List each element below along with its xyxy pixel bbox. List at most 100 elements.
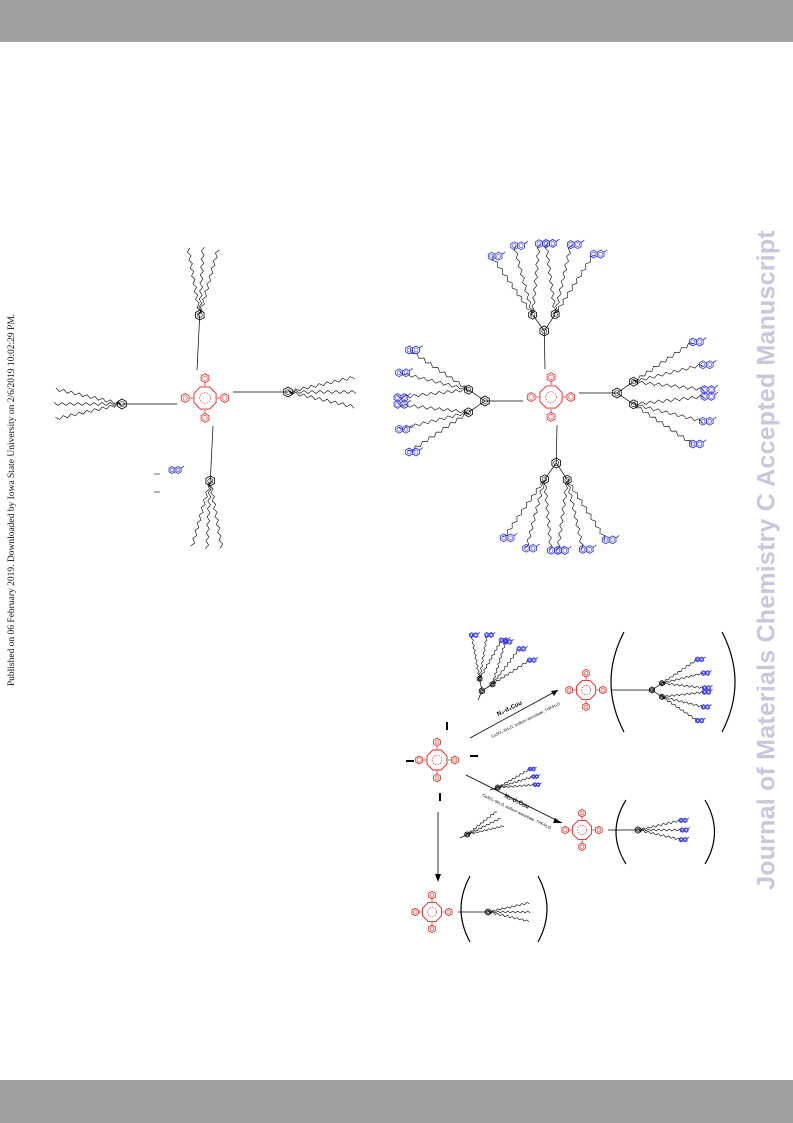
benzene-ring-icon bbox=[705, 360, 714, 370]
benzene-ring-icon bbox=[522, 543, 531, 553]
porphyrin-core-icon bbox=[180, 373, 230, 423]
carbonyl-bond-icon bbox=[687, 827, 691, 830]
aromatic-circle-icon bbox=[528, 767, 532, 771]
bond-line-icon bbox=[555, 424, 558, 463]
aromatic-circle-icon bbox=[528, 658, 532, 662]
aromatic-circle-icon bbox=[182, 395, 188, 401]
aromatic-circle-icon bbox=[533, 783, 537, 786]
alkyl-chain-icon bbox=[466, 811, 498, 835]
porphyrin-core-icon bbox=[565, 668, 607, 712]
aromatic-circle-icon bbox=[490, 682, 495, 686]
aromatic-circle-icon bbox=[610, 537, 615, 543]
benzene-ring-icon bbox=[582, 668, 590, 678]
structures bbox=[53, 238, 736, 943]
aromatic-circle-icon bbox=[575, 242, 580, 247]
aromatic-circle-icon bbox=[600, 687, 606, 693]
carbonyl-bond-icon bbox=[703, 656, 706, 659]
benzene-ring-icon bbox=[395, 424, 404, 434]
benzene-ring-icon bbox=[612, 387, 622, 399]
bond-line-icon bbox=[651, 689, 663, 698]
product-brackets bbox=[460, 631, 736, 943]
bracket-icon bbox=[537, 875, 548, 943]
product-dendron-top bbox=[612, 656, 713, 724]
benzene-ring-icon bbox=[550, 309, 560, 320]
bond-line-icon bbox=[555, 462, 568, 480]
bond-line-icon bbox=[481, 683, 493, 692]
bond-line-icon bbox=[544, 462, 557, 480]
aromatic-circle-icon bbox=[503, 640, 507, 644]
benzene-ring-icon bbox=[634, 826, 642, 834]
dendron-arm bbox=[190, 425, 223, 549]
inner-core-icon bbox=[545, 391, 557, 403]
carbonyl-bond-icon bbox=[686, 836, 690, 839]
carbonyl-bond-icon bbox=[615, 535, 620, 539]
aromatic-circle-icon bbox=[580, 547, 586, 552]
alkyl-chain-icon bbox=[661, 672, 704, 684]
inner-core-icon bbox=[199, 392, 211, 404]
aromatic-circle-icon bbox=[697, 339, 702, 345]
carbonyl-bond-icon bbox=[709, 670, 712, 673]
carbonyl-bond-icon bbox=[556, 238, 560, 242]
aromatic-circle-icon bbox=[562, 548, 568, 553]
alkyl-chain-icon bbox=[497, 776, 534, 789]
dendron-arm bbox=[187, 247, 220, 371]
aromatic-circle-icon bbox=[707, 686, 711, 690]
aromatic-circle-icon bbox=[696, 657, 699, 661]
reagent-dendron-mid bbox=[489, 766, 542, 791]
aromatic-circle-icon bbox=[521, 647, 525, 651]
benzene-ring-icon bbox=[695, 439, 704, 449]
benzene-ring-icon bbox=[283, 386, 293, 398]
macrocycle-ring-icon bbox=[539, 385, 563, 409]
benzene-ring-icon bbox=[400, 393, 409, 402]
aromatic-circle-icon bbox=[700, 362, 706, 367]
carbonyl-bond-icon bbox=[535, 657, 539, 660]
aromatic-circle-icon bbox=[530, 546, 536, 551]
aromatic-circle-icon bbox=[700, 657, 704, 661]
aromatic-circle-icon bbox=[402, 402, 407, 407]
benzene-ring-icon bbox=[705, 670, 711, 676]
arrow-head-icon bbox=[553, 818, 562, 823]
aromatic-circle-icon bbox=[566, 687, 572, 693]
carbonyl-bond-icon bbox=[561, 545, 565, 549]
benzene-ring-icon bbox=[117, 398, 127, 410]
bracket-icon bbox=[460, 875, 471, 943]
carbonyl-bond-icon bbox=[710, 684, 713, 688]
aromatic-circle-icon bbox=[202, 375, 208, 381]
carbonyl-bond-icon bbox=[702, 337, 707, 341]
aromatic-circle-icon bbox=[396, 427, 402, 432]
aromatic-circle-icon bbox=[396, 370, 402, 375]
alkyl-chain-icon bbox=[633, 363, 704, 383]
dendron-arm bbox=[53, 387, 177, 420]
carbonyl-bond-icon bbox=[507, 637, 511, 640]
benzene-ring-icon bbox=[546, 372, 556, 383]
benzene-ring-icon bbox=[405, 447, 414, 457]
carbonyl-bond-icon bbox=[409, 424, 413, 428]
alkyl-chain-icon bbox=[470, 634, 481, 679]
carbonyl-bond-icon bbox=[536, 543, 540, 547]
benzene-ring-icon bbox=[546, 411, 556, 422]
benzene-ring-icon bbox=[200, 412, 210, 423]
benzene-ring-icon bbox=[494, 251, 503, 261]
alkyl-chain-icon bbox=[553, 254, 596, 314]
bracket-icon bbox=[615, 799, 627, 865]
benzene-ring-icon bbox=[699, 416, 707, 426]
aromatic-circle-icon bbox=[518, 243, 524, 248]
benzene-ring-icon bbox=[194, 309, 205, 321]
aromatic-circle-icon bbox=[709, 387, 714, 392]
aromatic-circle-icon bbox=[707, 419, 712, 424]
reagent-dendron-top bbox=[468, 631, 539, 701]
aromatic-circle-icon bbox=[548, 374, 554, 380]
dendron-arm bbox=[579, 337, 719, 449]
bond-line-icon bbox=[196, 315, 201, 371]
alkyl-chain-icon bbox=[497, 783, 536, 789]
aromatic-circle-icon bbox=[548, 548, 554, 553]
benzene-ring-icon bbox=[531, 766, 536, 772]
benzene-ring-icon bbox=[200, 373, 210, 384]
benzene-ring-icon bbox=[433, 773, 441, 783]
benzene-ring-icon bbox=[659, 680, 665, 687]
porphyrin-core-icon bbox=[415, 737, 459, 783]
benzene-ring-icon bbox=[540, 474, 549, 485]
benzene-ring-icon bbox=[412, 447, 420, 457]
conditions-top-label: CuSO₄·5H₂O, sodium ascorbate, THF/H₂O bbox=[490, 701, 561, 739]
carbonyl-bond-icon bbox=[712, 360, 717, 364]
